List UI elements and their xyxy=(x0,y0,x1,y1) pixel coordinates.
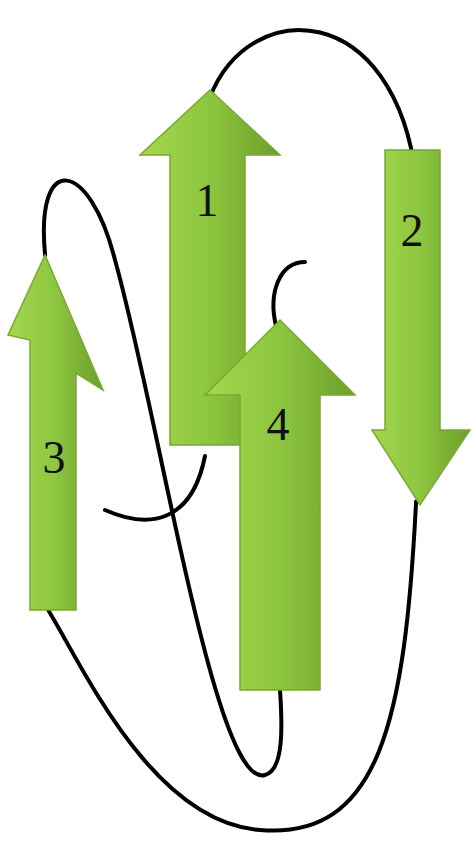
c-terminus-tail xyxy=(274,262,305,326)
arrow-outline xyxy=(205,320,355,690)
strand-number: 3 xyxy=(43,435,66,481)
beta-strand-arrow: 4 xyxy=(205,320,355,690)
loop-line xyxy=(46,501,416,830)
beta-strand-arrow: 3 xyxy=(8,255,103,610)
strand-number: 2 xyxy=(401,208,424,254)
arrow-outline xyxy=(372,150,470,505)
arrow-shape xyxy=(205,320,355,690)
strand-number: 4 xyxy=(267,402,290,448)
arrow-outline xyxy=(8,255,103,610)
arrow-shape xyxy=(372,150,470,505)
beta-strand-arrow: 2 xyxy=(372,150,470,505)
strand-number: 1 xyxy=(196,178,219,224)
n-terminus-tail xyxy=(105,456,205,520)
loop-connector xyxy=(46,501,416,830)
arrow-shape xyxy=(8,255,103,610)
